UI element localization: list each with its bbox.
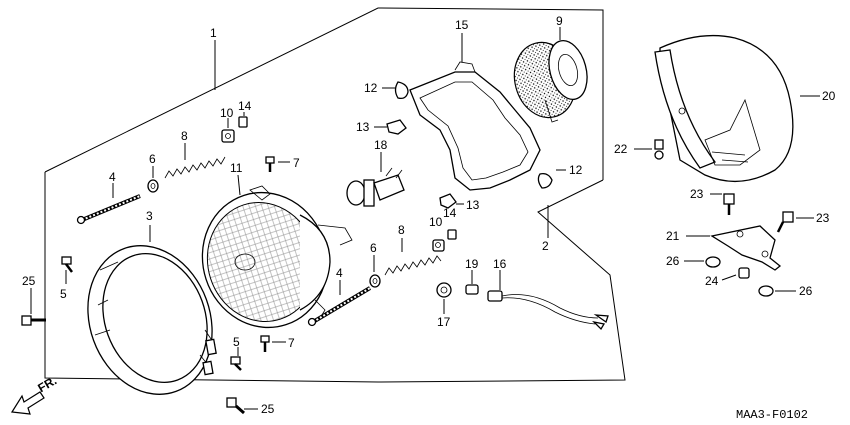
bolt-23-right (776, 211, 794, 233)
screw-5-lower (230, 356, 242, 371)
callout-12a: 12 (364, 81, 378, 95)
bolt-22 (654, 139, 664, 160)
callout-13a: 13 (356, 120, 370, 134)
callout-16: 16 (493, 257, 507, 271)
callout-19: 19 (465, 257, 479, 271)
assembly-frame (44, 7, 626, 383)
callout-14a: 14 (238, 99, 252, 113)
headlight-unit (201, 185, 353, 329)
harness-wire (487, 290, 609, 331)
callout-25b: 25 (261, 402, 275, 416)
washer-lower (369, 274, 381, 288)
diagram-code: MAA3-F0102 (736, 408, 808, 422)
socket-17 (436, 282, 452, 298)
callout-22: 22 (614, 142, 628, 156)
washer-upper (147, 179, 159, 193)
socket-cover (513, 40, 588, 123)
clip-12-upper (394, 81, 409, 100)
clip-upper (238, 116, 248, 128)
callout-23a: 23 (690, 187, 704, 201)
spring-upper (164, 156, 226, 179)
callout-10a: 10 (220, 106, 234, 120)
callout-4a: 4 (109, 170, 116, 184)
clip-13-lower (439, 193, 457, 209)
callout-6b: 6 (370, 241, 377, 255)
headlight-case (654, 34, 794, 183)
callout-5a: 5 (60, 287, 67, 301)
adjusting-screw-upper (76, 194, 141, 225)
headlight-bracket (409, 61, 541, 191)
callout-14b: 14 (443, 206, 457, 220)
adjusting-screw-lower (307, 286, 372, 327)
bolt-23-upper (723, 193, 735, 215)
callout-20: 20 (822, 89, 836, 103)
clip-lower (447, 229, 457, 240)
callout-6a: 6 (149, 152, 156, 166)
front-direction-arrow (10, 391, 45, 415)
callout-7a: 7 (293, 156, 300, 170)
screw-lower (260, 335, 270, 352)
direction-label: FR. (35, 373, 59, 395)
callout-11: 11 (230, 161, 243, 175)
callout-13b: 13 (466, 198, 480, 212)
screw-5-left (61, 256, 73, 273)
callout-24: 24 (705, 274, 719, 288)
screw-upper (265, 156, 275, 172)
callout-2: 2 (542, 239, 549, 253)
spring-lower (384, 255, 442, 276)
nut-lower (432, 239, 445, 252)
headlight-bulb (346, 167, 405, 207)
callout-labels: 1 2 3 4 4 5 5 6 6 7 7 8 8 9 10 10 11 12 … (22, 14, 836, 416)
callout-25a: 25 (22, 274, 36, 288)
callout-18: 18 (374, 138, 388, 152)
bolt-25-left (21, 315, 46, 326)
bolt-25-lower (226, 397, 245, 415)
callout-4b: 4 (336, 266, 343, 280)
clip-12-lower (537, 172, 553, 189)
case-stay (710, 225, 782, 271)
nut-upper (221, 129, 235, 143)
callout-8b: 8 (398, 223, 405, 237)
callout-3: 3 (146, 209, 153, 223)
callout-17: 17 (437, 315, 451, 329)
clip-13-upper (386, 119, 407, 135)
callout-8a: 8 (181, 129, 188, 143)
callout-5b: 5 (233, 335, 240, 349)
callout-15: 15 (455, 18, 469, 32)
callout-9: 9 (556, 14, 563, 28)
callout-26b: 26 (799, 284, 813, 298)
callout-23b: 23 (816, 211, 830, 225)
callout-10b: 10 (429, 215, 443, 229)
nut-24 (738, 267, 750, 279)
callout-21: 21 (666, 229, 680, 243)
callout-1: 1 (210, 26, 217, 40)
headlight-rim (87, 245, 217, 395)
bulb-19 (465, 284, 479, 295)
callout-26a: 26 (666, 254, 680, 268)
nut-26-upper (705, 256, 721, 268)
callout-12b: 12 (569, 163, 583, 177)
callout-7b: 7 (288, 336, 295, 350)
nut-26-lower (758, 285, 774, 297)
